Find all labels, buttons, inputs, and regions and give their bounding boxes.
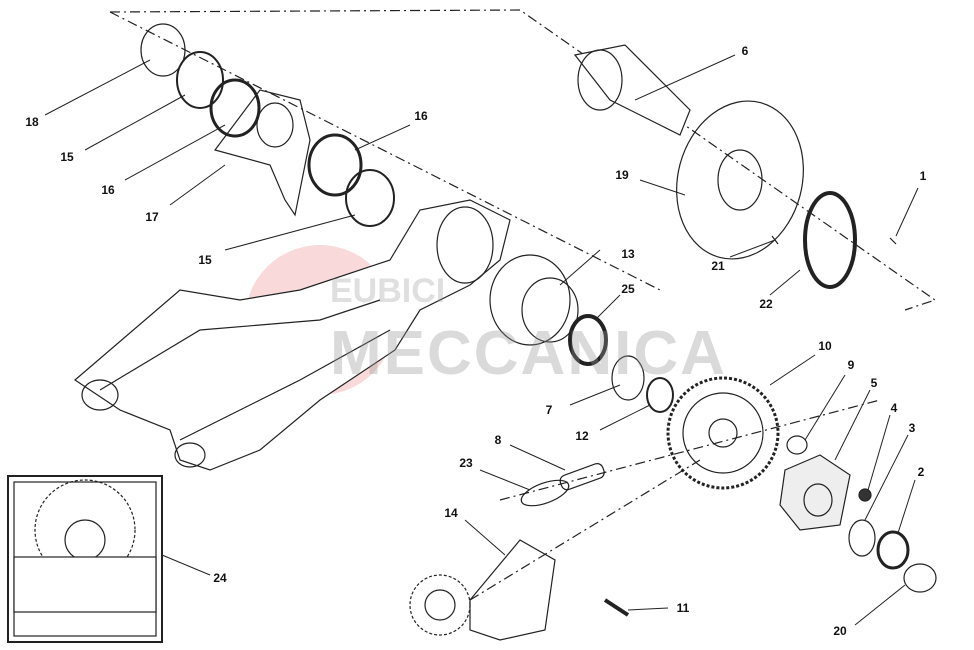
callout-10[interactable]: 10	[818, 339, 832, 353]
caliper-bracket	[213, 89, 311, 217]
callout-12[interactable]: 12	[575, 429, 589, 443]
eccentric-hub	[489, 254, 571, 346]
chain-link	[559, 463, 605, 491]
callout-15b[interactable]: 15	[198, 253, 212, 267]
callout-8[interactable]: 8	[494, 433, 502, 447]
rear-sprocket	[666, 376, 780, 490]
chain-guard	[469, 539, 556, 641]
callout-3[interactable]: 3	[908, 421, 916, 435]
watermark-text: EUBICI	[330, 272, 446, 310]
tone-ring	[803, 191, 857, 289]
circlip-18	[140, 23, 186, 77]
callout-2[interactable]: 2	[917, 465, 925, 479]
callout-20[interactable]: 20	[833, 624, 847, 638]
callout-11[interactable]: 11	[676, 601, 690, 615]
inset-detail-box	[7, 475, 163, 643]
watermark-text-large: MECCANICA	[330, 319, 727, 388]
callout-16[interactable]: 16	[101, 183, 115, 197]
hub-shaft	[573, 44, 691, 136]
callout-17[interactable]: 17	[145, 210, 159, 224]
swingarm	[74, 199, 511, 471]
sprocket-flange	[779, 454, 851, 531]
callout-24[interactable]: 24	[213, 571, 227, 585]
callout-4[interactable]: 4	[890, 401, 898, 415]
callout-1[interactable]: 1	[919, 169, 927, 183]
callout-19[interactable]: 19	[615, 168, 629, 182]
callout-9[interactable]: 9	[847, 358, 855, 372]
callout-15[interactable]: 15	[60, 150, 74, 164]
callout-25[interactable]: 25	[621, 282, 635, 296]
callout-16b[interactable]: 16	[414, 109, 428, 123]
assembly-outline	[109, 9, 937, 311]
callout-23[interactable]: 23	[459, 456, 473, 470]
callout-13[interactable]: 13	[621, 247, 635, 261]
callout-18[interactable]: 18	[25, 115, 39, 129]
callout-6[interactable]: 6	[741, 44, 749, 58]
callout-5[interactable]: 5	[870, 376, 878, 390]
callout-14[interactable]: 14	[444, 506, 458, 520]
callout-7[interactable]: 7	[545, 403, 553, 417]
callout-21[interactable]: 21	[711, 259, 725, 273]
brake-disc	[676, 100, 804, 260]
callout-22[interactable]: 22	[759, 297, 773, 311]
